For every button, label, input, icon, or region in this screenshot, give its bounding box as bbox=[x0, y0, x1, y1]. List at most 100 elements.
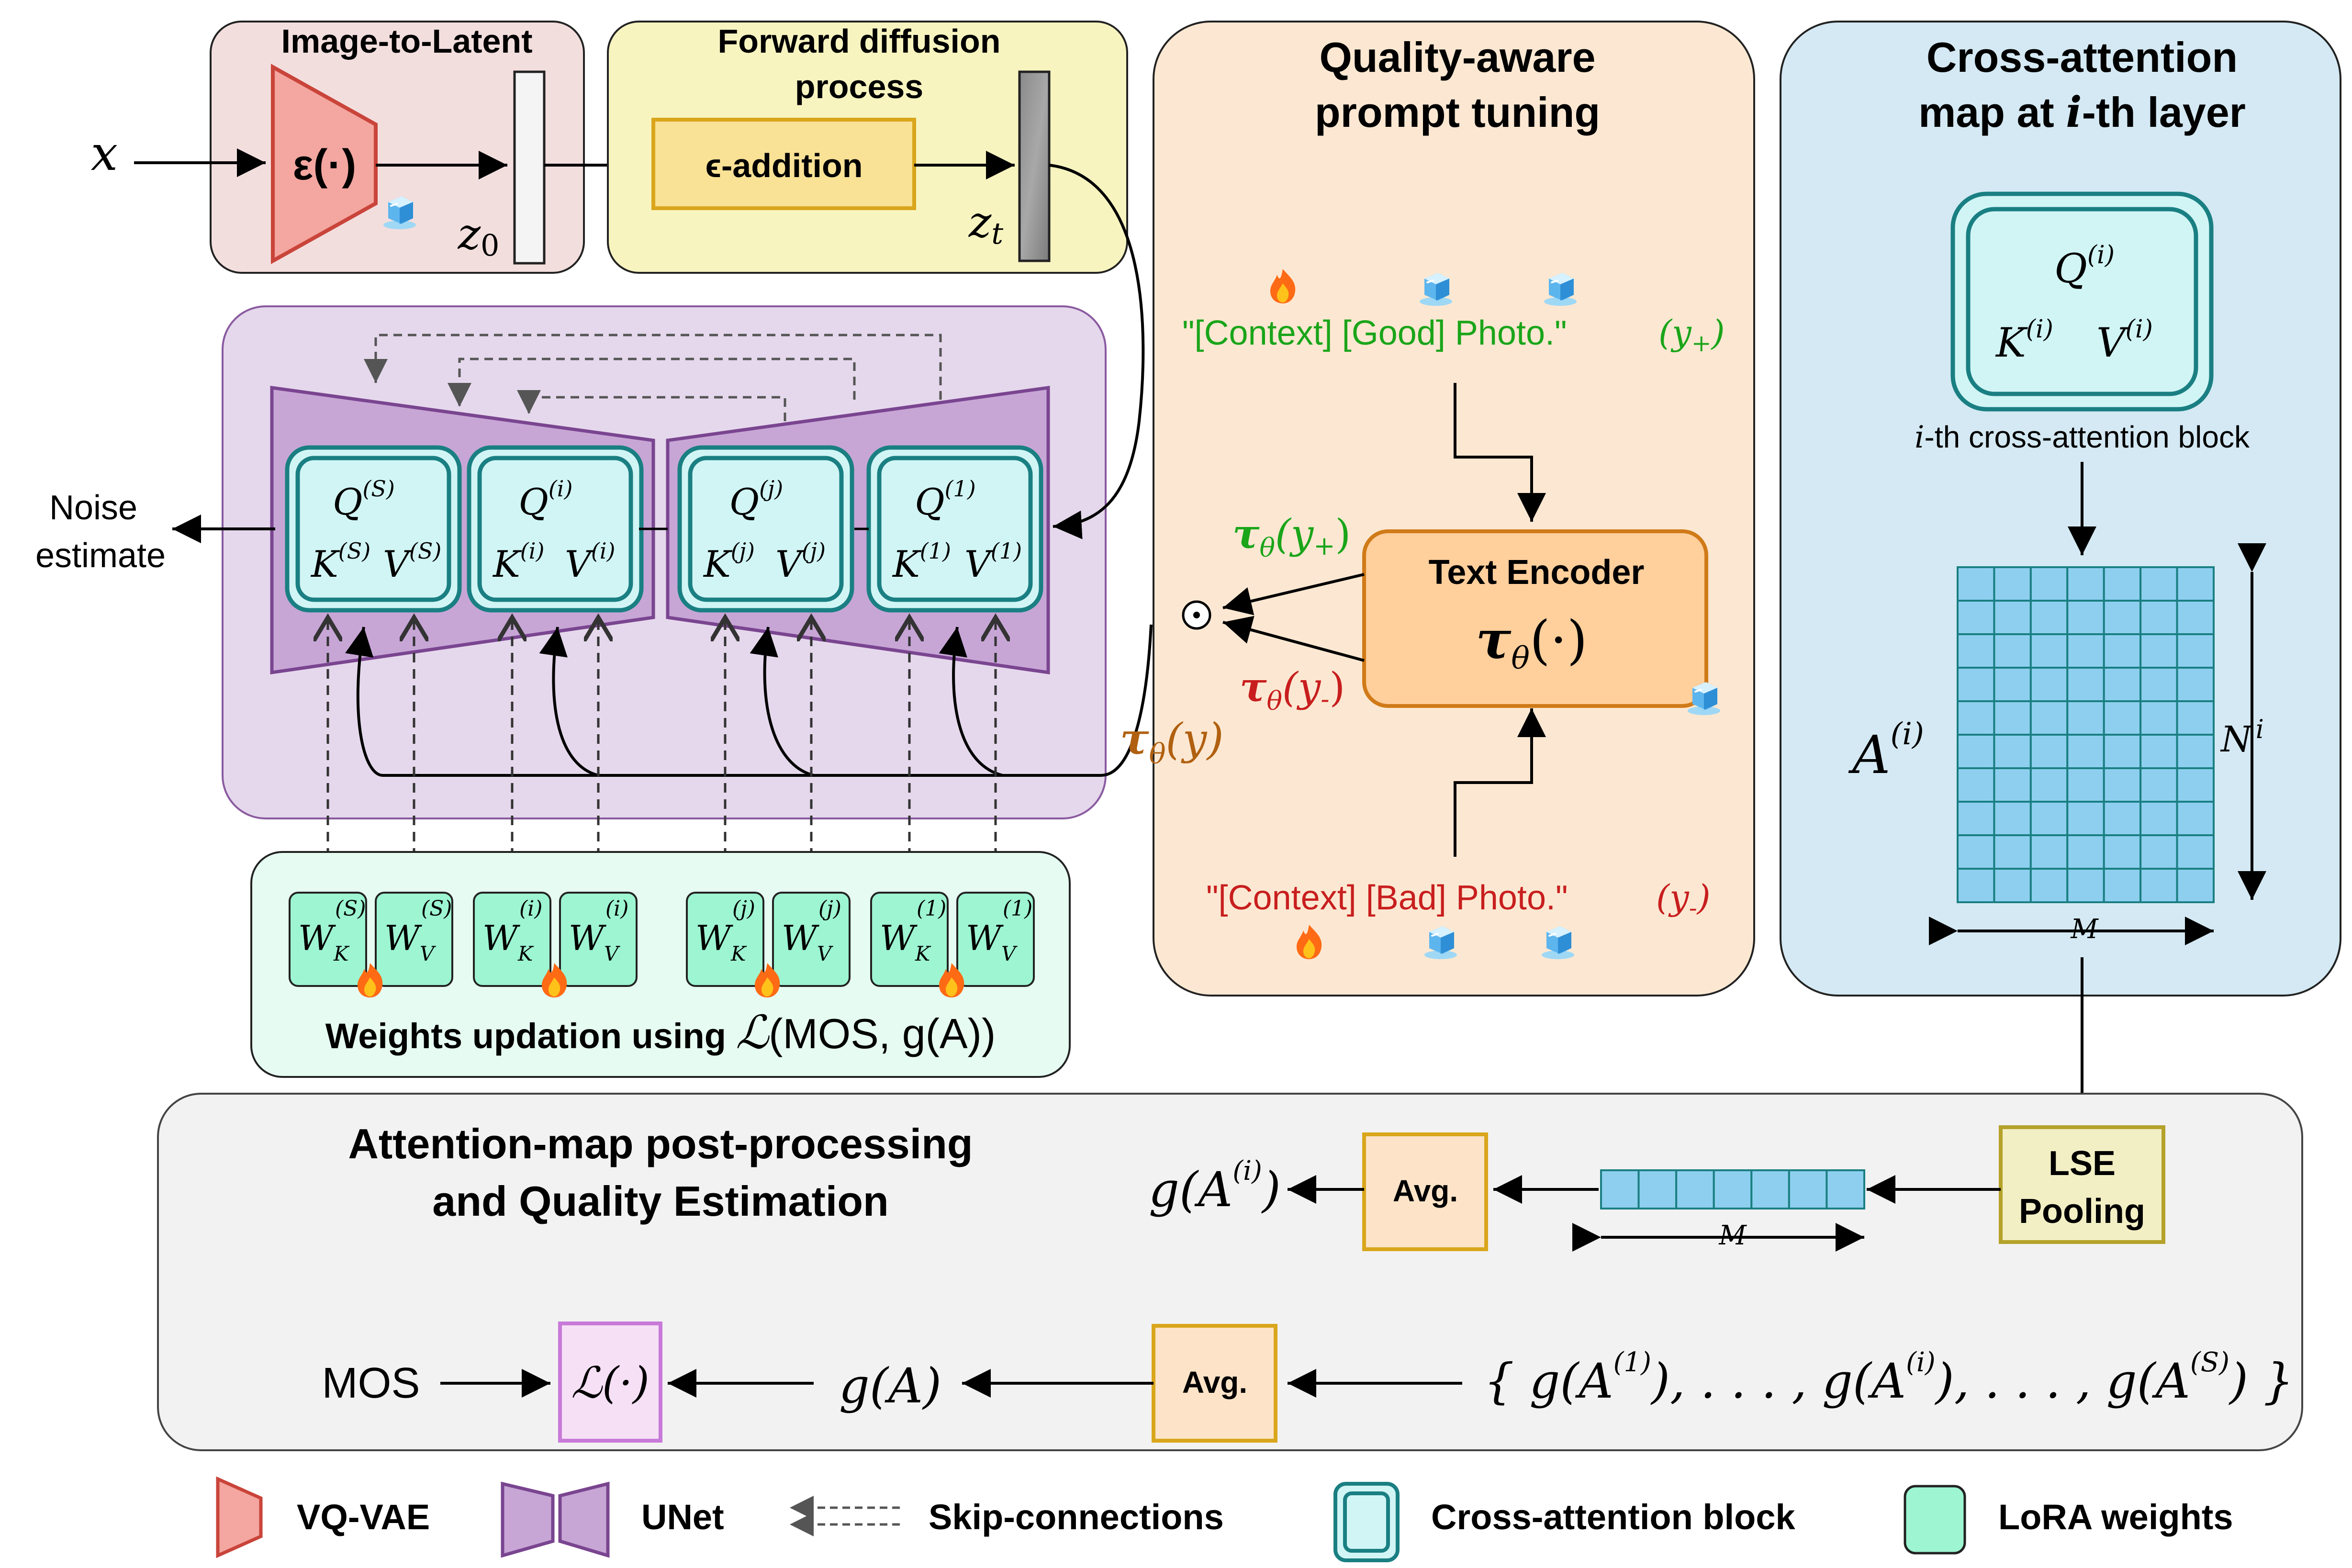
svg-text:WK: WK bbox=[482, 918, 534, 965]
attention-cell bbox=[2066, 700, 2105, 736]
block-key-label: K(i) bbox=[492, 538, 544, 585]
attention-cell bbox=[2066, 600, 2105, 635]
attention-cell bbox=[1957, 633, 1995, 669]
good-to-encoder-arrow bbox=[1454, 383, 1546, 522]
cross-attention-block-large: Q(i) K(i) V(i) bbox=[1950, 191, 2214, 412]
legend-lora-icon bbox=[1904, 1485, 1966, 1555]
attention-cell bbox=[2029, 600, 2069, 635]
bad-prompt-label: (y-) bbox=[1656, 877, 1711, 922]
attention-cell bbox=[2176, 700, 2215, 736]
latent-z0-bar bbox=[513, 70, 546, 265]
legend-vqvae-label: VQ-VAE bbox=[297, 1497, 430, 1537]
cross-attention-block: Q(j) K(j) V(j) bbox=[677, 445, 854, 613]
good-prompt-label: (y+) bbox=[1658, 313, 1725, 357]
block-query-label: Q(i) bbox=[519, 476, 573, 523]
attention-cell bbox=[2029, 667, 2069, 702]
tau-plus-label: τθ(y+) bbox=[1232, 510, 1351, 563]
svg-text:(j): (j) bbox=[818, 896, 841, 921]
lora-weight-v: WV(j) bbox=[772, 892, 851, 987]
lse-pooling-line1: LSE bbox=[2049, 1144, 2116, 1183]
prompt-title-line1: Quality-aware bbox=[1319, 34, 1595, 81]
skip-connections bbox=[364, 334, 942, 421]
block-value-label: V(i) bbox=[565, 538, 616, 585]
cross-attention-title-line2: map at i-th layer bbox=[1918, 87, 2246, 137]
prompt-tuning-panel bbox=[1153, 21, 1755, 997]
attention-cell bbox=[1957, 566, 1995, 602]
block-key-label: K(S) bbox=[310, 538, 370, 585]
bad-to-encoder-arrow bbox=[1454, 708, 1546, 857]
attention-cell bbox=[2139, 734, 2178, 769]
svg-text:(1): (1) bbox=[1003, 896, 1032, 921]
post-title-line1: Attention-map post-processing bbox=[348, 1120, 973, 1167]
avg-box-2 bbox=[1152, 1324, 1277, 1443]
cross-attention-block: Q(S)K(S)V(S) bbox=[285, 445, 462, 613]
attention-cell bbox=[2029, 700, 2069, 736]
block-query-label: Q(j) bbox=[729, 476, 783, 523]
attention-cell bbox=[1993, 633, 2032, 669]
attention-cell bbox=[2103, 566, 2142, 602]
attention-cell bbox=[1957, 667, 1995, 702]
vector-cell bbox=[1675, 1169, 1715, 1210]
epsilon-addition-box bbox=[651, 118, 916, 210]
lora-weight-k: WK(S) bbox=[289, 892, 367, 987]
attention-cell bbox=[2066, 566, 2105, 602]
bad-prompt-text: "[Context] [Bad] Photo." bbox=[1206, 879, 1568, 917]
text-encoder-fn: τθ(·) bbox=[1476, 609, 1587, 676]
attention-cell bbox=[2139, 700, 2178, 736]
attention-cell bbox=[2139, 633, 2178, 669]
latent-z0-label: z0 bbox=[458, 209, 500, 263]
attention-cell bbox=[1993, 566, 2032, 602]
post-title-line2: and Quality Estimation bbox=[432, 1177, 888, 1225]
text-encoder-title: Text Encoder bbox=[1429, 553, 1645, 592]
attention-cell bbox=[2066, 801, 2105, 836]
attention-cell bbox=[1993, 801, 2032, 836]
attention-cell bbox=[2176, 868, 2215, 903]
attention-cell bbox=[1957, 834, 1995, 870]
svg-text:WK: WK bbox=[298, 918, 350, 965]
cross-attention-block: Q(1)K(1)V(1) bbox=[866, 445, 1043, 613]
attention-cell bbox=[2029, 633, 2069, 669]
block-key-label: K(j) bbox=[703, 538, 755, 585]
image-to-latent-title: Image-to-Latent bbox=[281, 22, 533, 60]
block-query-label: Q(1) bbox=[915, 476, 975, 523]
epsilon-addition-label: ϵ-addition bbox=[706, 147, 863, 184]
vector-cell bbox=[1750, 1169, 1790, 1210]
attention-cell bbox=[2066, 868, 2105, 903]
tau-plus-arrow bbox=[1222, 573, 1365, 616]
attention-cell bbox=[2176, 667, 2215, 702]
svg-text:(j): (j) bbox=[732, 896, 755, 921]
attention-cell bbox=[1957, 801, 1995, 836]
legend-vqvae-icon bbox=[216, 1476, 263, 1558]
attention-cell bbox=[1957, 600, 1995, 635]
attention-cell bbox=[2139, 667, 2178, 702]
attention-cell bbox=[2176, 600, 2215, 635]
attention-cell bbox=[2066, 734, 2105, 769]
attention-cell bbox=[2029, 566, 2069, 602]
cross-attention-block-caption: i-th cross-attention block bbox=[1915, 420, 2250, 455]
svg-text:Q(i): Q(i) bbox=[2054, 241, 2115, 292]
legend-lora-label: LoRA weights bbox=[1998, 1497, 2233, 1537]
g-set-label: { g(A(1)), . . . , g(A(i)), . . . , g(A(… bbox=[1484, 1347, 2294, 1409]
cross-attention-title-line1: Cross-attention bbox=[1926, 34, 2238, 81]
svg-text:V(i): V(i) bbox=[2096, 315, 2153, 366]
attention-cell bbox=[2103, 734, 2142, 769]
vector-cell bbox=[1713, 1169, 1753, 1210]
block-value-label: V(j) bbox=[775, 538, 826, 585]
attention-cell bbox=[2176, 801, 2215, 836]
attention-cell bbox=[2139, 834, 2178, 870]
good-prompt-text: "[Context] [Good] Photo." bbox=[1182, 314, 1567, 352]
svg-text:WV: WV bbox=[569, 918, 620, 965]
legend-unet-label: UNet bbox=[641, 1497, 724, 1537]
cols-dimension-label: M bbox=[2070, 914, 2099, 945]
lora-weight-k: WK(j) bbox=[686, 892, 764, 987]
attention-cell bbox=[2029, 767, 2069, 803]
forward-title-line2: process bbox=[795, 68, 923, 105]
attention-cell bbox=[2029, 834, 2069, 870]
noisy-to-unet-arrow bbox=[1049, 164, 1145, 539]
lora-weight-v: WV(S) bbox=[375, 892, 453, 987]
attention-cell bbox=[1993, 734, 2032, 769]
input-x-label: x bbox=[91, 125, 118, 181]
attention-cell bbox=[2103, 801, 2142, 836]
